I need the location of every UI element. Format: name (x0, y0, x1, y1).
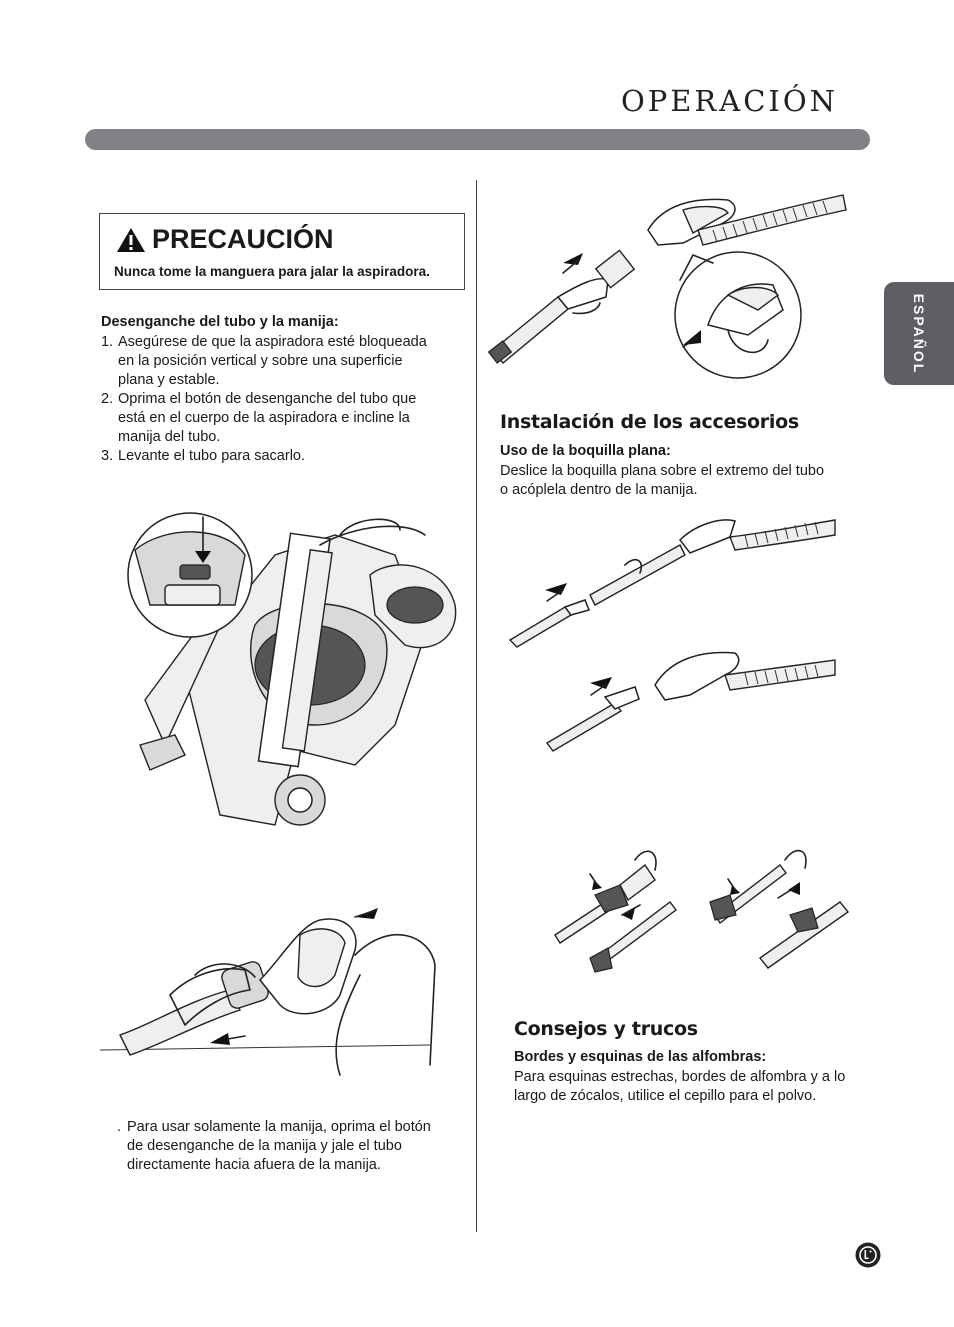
accessories-heading: Instalación de los accesorios (500, 411, 799, 433)
lg-logo-icon (855, 1242, 881, 1268)
handle-removal-illustration (99, 908, 436, 1076)
tips-heading: Consejos y trucos (514, 1018, 698, 1040)
release-step-1: 1. Asegúrese de que la aspiradora esté b… (101, 334, 427, 388)
caution-title: PRECAUCIÓN (152, 224, 334, 254)
release-step-2: 2. Oprima el botón de desenganche del tu… (101, 391, 417, 445)
caution-text: Nunca tome la manguera para jalar la asp… (114, 264, 430, 279)
tips-text: Para esquinas estrechas, bordes de alfom… (514, 1069, 846, 1104)
release-step-3: 3. Levante el tubo para sacarlo. (101, 448, 306, 464)
caution-box: PRECAUCIÓN Nunca tome la manguera para j… (99, 213, 465, 290)
dusting-brush-illustration (554, 849, 850, 973)
accessories-sub-heading: Uso de la boquilla plana: (500, 443, 671, 459)
handle-note: . Para usar solamente la manija, oprima … (117, 1119, 431, 1173)
tips-sub-heading: Bordes y esquinas de las alfombras: (514, 1049, 767, 1065)
warning-triangle-icon (117, 227, 145, 252)
release-heading: Desenganche del tubo y la manija: (101, 314, 339, 330)
caution-title-row: PRECAUCIÓN (116, 224, 334, 255)
tube-handle-illustration (487, 194, 847, 379)
column-divider (476, 180, 477, 1232)
crevice-tool-illustration (508, 519, 836, 752)
vacuum-release-illustration (127, 512, 457, 826)
header-bar (85, 129, 870, 150)
language-tab-label: ESPAÑOL (911, 293, 927, 374)
accessories-text: Deslice la boquilla plana sobre el extre… (500, 463, 825, 498)
release-steps: 1. Asegúrese de que la aspiradora esté b… (101, 333, 471, 466)
page-title: OPERACIÓN (620, 84, 838, 118)
language-tab[interactable]: ESPAÑOL (884, 282, 954, 385)
